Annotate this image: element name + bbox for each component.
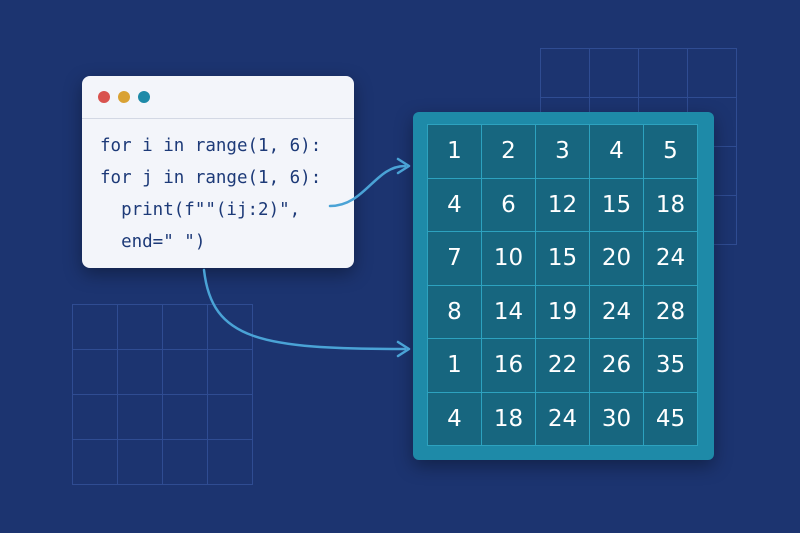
table-cell: 30 — [589, 391, 644, 446]
table-row: 1 16 22 26 35 — [427, 338, 698, 393]
code-window: for i in range(1, 6): for j in range(1, … — [82, 76, 354, 268]
table-cell: 6 — [481, 177, 536, 232]
code-line: for j in range(1, 6): — [100, 168, 322, 188]
table-cell: 12 — [535, 177, 590, 232]
table-row: 1 2 3 4 5 — [427, 124, 698, 179]
table-cell: 4 — [589, 124, 644, 179]
table-row: 4 6 12 15 18 — [427, 177, 698, 232]
table-cell: 1 — [427, 338, 482, 393]
table-row: 4 18 24 30 45 — [427, 391, 698, 446]
table-cell: 4 — [427, 391, 482, 446]
table-cell: 8 — [427, 284, 482, 339]
table-cell: 28 — [643, 284, 698, 339]
table-row: 7 10 15 20 24 — [427, 231, 698, 286]
code-line: end=" ") — [100, 232, 206, 252]
table-cell: 19 — [535, 284, 590, 339]
table-cell: 2 — [481, 124, 536, 179]
table-cell: 7 — [427, 231, 482, 286]
arrow-lower — [202, 268, 407, 351]
arrow-upper-head-icon — [396, 157, 411, 175]
table-cell: 26 — [589, 338, 644, 393]
close-dot-icon[interactable] — [98, 91, 110, 103]
table-cell: 10 — [481, 231, 536, 286]
table-cell: 4 — [427, 177, 482, 232]
code-line: for i in range(1, 6): — [100, 136, 322, 156]
output-table-panel: 1 2 3 4 5 4 6 12 15 18 7 10 15 20 24 8 1… — [413, 112, 714, 460]
output-table: 1 2 3 4 5 4 6 12 15 18 7 10 15 20 24 8 1… — [427, 124, 698, 446]
table-cell: 18 — [481, 391, 536, 446]
table-cell: 3 — [535, 124, 590, 179]
background-grid-bottom — [72, 304, 253, 485]
table-cell: 45 — [643, 391, 698, 446]
table-row: 8 14 19 24 28 — [427, 284, 698, 339]
maximize-dot-icon[interactable] — [138, 91, 150, 103]
table-cell: 1 — [427, 124, 482, 179]
code-body: for i in range(1, 6): for j in range(1, … — [100, 130, 321, 258]
table-cell: 14 — [481, 284, 536, 339]
arrow-upper — [328, 164, 407, 208]
table-cell: 15 — [535, 231, 590, 286]
table-cell: 5 — [643, 124, 698, 179]
arrow-lower-head-icon — [396, 340, 411, 358]
code-line: print(f""(ij:2)", — [100, 200, 301, 220]
table-cell: 16 — [481, 338, 536, 393]
table-cell: 18 — [643, 177, 698, 232]
table-cell: 35 — [643, 338, 698, 393]
table-cell: 24 — [589, 284, 644, 339]
minimize-dot-icon[interactable] — [118, 91, 130, 103]
table-cell: 24 — [643, 231, 698, 286]
window-title-bar — [82, 76, 354, 119]
